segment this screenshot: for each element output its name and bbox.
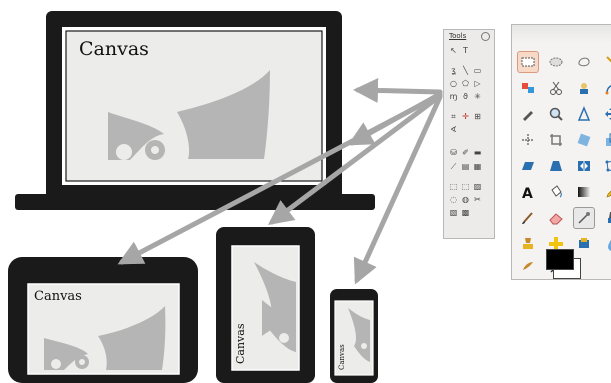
fill-tool-icon[interactable]: ⛁ — [449, 148, 458, 157]
phone-canvas-label: Canvas — [338, 344, 346, 370]
select-free-tool-icon[interactable]: ⬚ — [461, 182, 470, 191]
phone: Canvas — [330, 289, 378, 383]
spark-tool-icon[interactable]: ✳ — [473, 92, 482, 101]
clone-icon[interactable] — [517, 233, 539, 255]
texture-tool-icon[interactable]: ▤ — [461, 162, 470, 171]
pencil-icon[interactable] — [601, 181, 611, 203]
text-icon[interactable]: A — [517, 181, 539, 203]
select-color-tool-icon[interactable]: ◍ — [461, 195, 470, 204]
move-icon[interactable] — [601, 103, 611, 125]
paths-tool-icon[interactable] — [601, 77, 611, 99]
scale-icon[interactable] — [601, 129, 611, 151]
arrow-shape-tool-icon[interactable]: ▷ — [473, 79, 482, 88]
foreground-select-icon[interactable] — [573, 77, 595, 99]
select-invert-tool-icon[interactable]: ▩ — [461, 208, 470, 217]
align-icon[interactable] — [517, 129, 539, 151]
text-tool-icon[interactable]: T — [461, 46, 470, 55]
color-select-icon[interactable] — [517, 77, 539, 99]
select-fuzzy-tool-icon[interactable]: ▨ — [473, 182, 482, 191]
paintbrush-icon[interactable] — [517, 207, 539, 229]
select-rect-tool-icon[interactable]: ⬚ — [449, 182, 458, 191]
tablet-portrait-canvas-label: Canvas — [234, 323, 247, 364]
tablet-portrait: Canvas — [216, 227, 315, 383]
perspective-icon[interactable] — [545, 155, 567, 177]
free-select-icon[interactable] — [573, 51, 595, 73]
flip-icon[interactable] — [573, 155, 595, 177]
measure-icon[interactable] — [573, 103, 595, 125]
color-picker-icon[interactable] — [517, 103, 539, 125]
laptop: Canvas — [15, 11, 375, 210]
ellipse-select-icon[interactable] — [545, 51, 567, 73]
ink-icon[interactable] — [601, 207, 611, 229]
line-tool-icon[interactable]: ╲ — [461, 66, 470, 75]
select-foreground-tool-icon[interactable]: ▧ — [449, 208, 458, 217]
blend-icon[interactable] — [573, 181, 595, 203]
lasso-tool-icon[interactable]: ɱ — [449, 92, 458, 101]
bucket-fill-icon[interactable] — [545, 181, 567, 203]
toolbox-large: A — [511, 24, 611, 280]
rectangle-tool-icon[interactable]: ▭ — [473, 66, 482, 75]
toolbox-small: Tools ↖ T ʓ ╲ ▭ ○ ⬠ ▷ ɱ ϑ ✳ ⌗ ✛ ⊞ ∢ ⛁ ✐ … — [443, 29, 495, 239]
rect-select-icon[interactable] — [517, 51, 539, 73]
ellipse-tool-icon[interactable]: ○ — [449, 79, 458, 88]
blur-icon[interactable] — [601, 233, 611, 255]
smudge-icon[interactable] — [517, 255, 539, 277]
tablet-landscape-canvas-label: Canvas — [34, 289, 82, 304]
crop-tool-icon[interactable]: ⌗ — [449, 112, 458, 121]
move-tool-icon[interactable]: ✛ — [461, 112, 470, 121]
laptop-base — [15, 194, 375, 210]
transform-tool-icon[interactable]: ⊞ — [473, 112, 482, 121]
angle-tool-icon[interactable]: ∢ — [449, 125, 458, 134]
zoom-icon[interactable] — [545, 103, 567, 125]
select-scissors-tool-icon[interactable]: ✂ — [473, 195, 482, 204]
toolbox-small-title: Tools — [449, 32, 466, 40]
laptop-canvas-label: Canvas — [79, 38, 149, 60]
rotate-icon[interactable] — [573, 129, 595, 151]
toolbox-large-header — [512, 25, 611, 43]
shear-icon[interactable] — [517, 155, 539, 177]
gradient-tool-icon[interactable]: ▬ — [473, 148, 482, 157]
airbrush-icon[interactable] — [573, 207, 595, 229]
crop-icon[interactable] — [545, 129, 567, 151]
eraser-icon[interactable] — [545, 207, 567, 229]
select-ellipse-tool-icon[interactable]: ◌ — [449, 195, 458, 204]
polygon-tool-icon[interactable]: ⬠ — [461, 79, 470, 88]
grid-tool-icon[interactable]: ▦ — [473, 162, 482, 171]
foreground-color-swatch[interactable] — [546, 249, 574, 270]
fuzzy-select-icon[interactable] — [601, 51, 611, 73]
arrow-to-laptop-top — [358, 90, 440, 92]
path-tool-icon[interactable]: ʓ — [449, 66, 458, 75]
toolbox-configure-icon[interactable] — [481, 32, 490, 41]
scissors-select-icon[interactable] — [545, 77, 567, 99]
brush-tool-icon[interactable]: ⟋ — [449, 162, 458, 171]
curve-tool-icon[interactable]: ϑ — [461, 92, 470, 101]
eyedropper-tool-icon[interactable]: ✐ — [461, 148, 470, 157]
svg-text:A: A — [522, 186, 533, 200]
pointer-tool-icon[interactable]: ↖ — [449, 46, 458, 55]
tablet-landscape: Canvas — [8, 257, 198, 383]
cage-transform-icon[interactable] — [601, 155, 611, 177]
perspective-clone-icon[interactable] — [573, 233, 595, 255]
